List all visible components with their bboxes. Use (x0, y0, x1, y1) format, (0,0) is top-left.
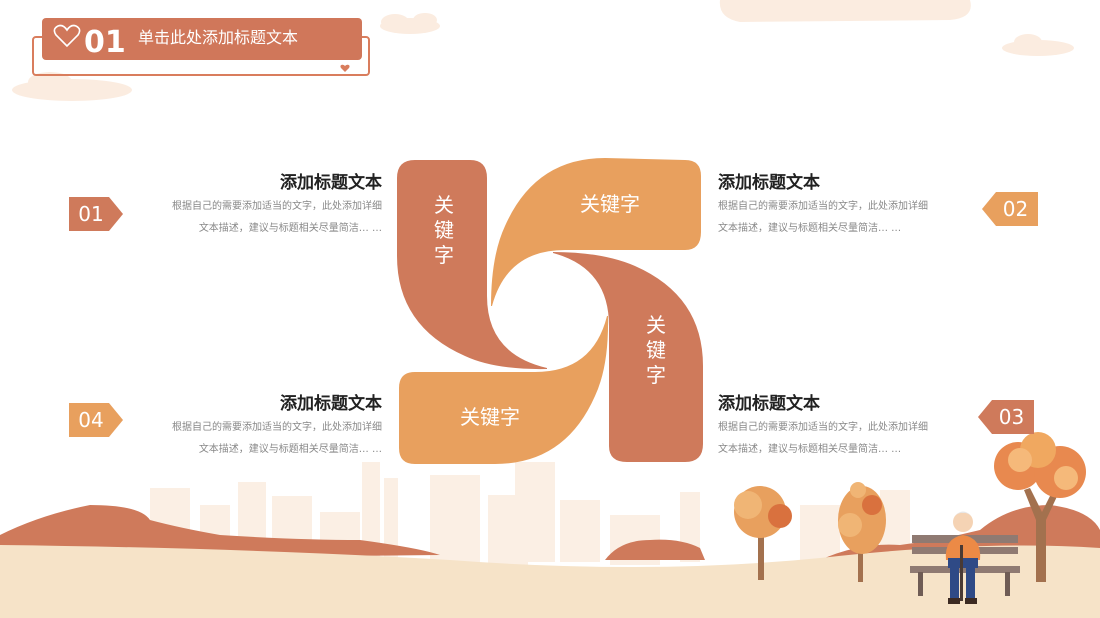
keyword-top-left[interactable]: 关 键 字 (434, 193, 454, 267)
bench-person (910, 511, 1020, 604)
section-01-desc-line1[interactable]: 根据自己的需要添加适当的文字，此处添加详细 (172, 201, 382, 212)
left-hill (0, 505, 440, 560)
petal-top-left (397, 160, 547, 370)
section-02-number: 02 (1002, 197, 1029, 221)
tree-3 (994, 432, 1086, 582)
pinwheel-diagram (397, 158, 703, 464)
tree-1 (734, 486, 792, 580)
section-01-title[interactable]: 添加标题文本 (280, 173, 382, 193)
ground (0, 545, 1100, 618)
section-02-title[interactable]: 添加标题文本 (718, 173, 820, 193)
section-01-desc-line2[interactable]: 文本描述，建议与标题相关尽量简洁… … (198, 223, 382, 234)
number-tag-04 (69, 403, 123, 437)
header-title[interactable]: 单击此处添加标题文本 (138, 28, 299, 47)
petal-bottom-left (399, 316, 609, 464)
keyword-top-right[interactable]: 关键字 (580, 192, 640, 216)
section-02-desc-line1[interactable]: 根据自己的需要添加适当的文字，此处添加详细 (718, 201, 928, 212)
keyword-bottom-left[interactable]: 关键字 (460, 405, 520, 429)
section-04-desc-line2[interactable]: 文本描述，建议与标题相关尽量简洁… … (198, 444, 382, 455)
mid-hill (605, 539, 705, 560)
section-01: 添加标题文本 根据自己的需要添加适当的文字，此处添加详细 文本描述，建议与标题相… (140, 172, 382, 240)
section-02-desc-line2[interactable]: 文本描述，建议与标题相关尽量简洁… … (718, 223, 902, 234)
number-tag-01 (69, 197, 123, 231)
clouds (12, 0, 1074, 101)
petal-bottom-right (553, 252, 703, 462)
tree-2 (838, 482, 886, 582)
number-tag-03 (978, 400, 1034, 434)
keyword-bottom-right[interactable]: 关 键 字 (646, 313, 666, 387)
section-02: 添加标题文本 根据自己的需要添加适当的文字，此处添加详细 文本描述，建议与标题相… (718, 172, 963, 240)
section-03-number: 03 (998, 405, 1025, 429)
section-04-number: 04 (78, 408, 104, 432)
section-03-title[interactable]: 添加标题文本 (718, 394, 820, 414)
header-bar (42, 18, 362, 60)
section-04-title[interactable]: 添加标题文本 (280, 394, 382, 414)
small-heart-icon (340, 64, 350, 72)
section-01-number: 01 (78, 202, 104, 226)
section-03-desc-line1[interactable]: 根据自己的需要添加适当的文字，此处添加详细 (718, 422, 928, 433)
header-number: 01 (84, 25, 126, 60)
heart-icon (53, 24, 81, 48)
section-03-desc-line2[interactable]: 文本描述，建议与标题相关尽量简洁… … (718, 444, 902, 455)
section-03: 添加标题文本 根据自己的需要添加适当的文字，此处添加详细 文本描述，建议与标题相… (718, 393, 963, 461)
petal-top-right (491, 158, 701, 306)
section-04-desc-line1[interactable]: 根据自己的需要添加适当的文字，此处添加详细 (172, 422, 382, 433)
number-tag-02 (982, 192, 1038, 226)
section-04: 添加标题文本 根据自己的需要添加适当的文字，此处添加详细 文本描述，建议与标题相… (140, 393, 382, 461)
